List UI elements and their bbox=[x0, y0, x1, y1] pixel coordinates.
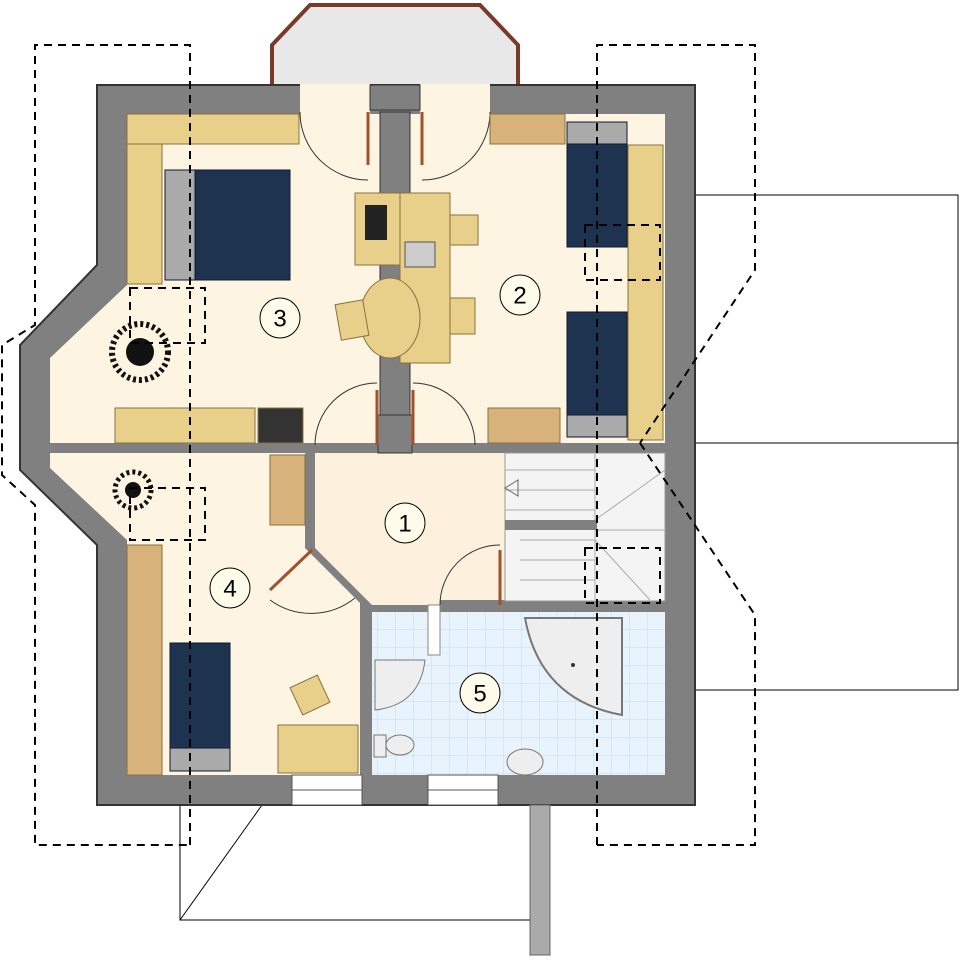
roof-window-outlines bbox=[1, 44, 756, 846]
furniture bbox=[114, 113, 664, 776]
stair-wall bbox=[505, 520, 597, 530]
bay-opening-right bbox=[420, 84, 490, 114]
laptop bbox=[404, 241, 436, 268]
room-label-3: 3 bbox=[259, 297, 301, 339]
pole bbox=[529, 804, 551, 956]
room-number: 1 bbox=[398, 511, 411, 538]
plants bbox=[109, 321, 171, 511]
sink bbox=[506, 748, 544, 776]
sink-corner bbox=[374, 659, 426, 711]
bay-opening-left bbox=[300, 84, 370, 114]
room-number: 4 bbox=[223, 576, 236, 603]
stair-arrow-icon bbox=[504, 479, 519, 497]
monitor bbox=[365, 205, 387, 240]
room-label-5: 5 bbox=[459, 672, 501, 714]
room-number: 3 bbox=[273, 306, 286, 333]
bath-niche bbox=[427, 604, 441, 656]
room-number: 2 bbox=[513, 283, 526, 310]
bay-window bbox=[270, 3, 520, 90]
windows bbox=[291, 774, 499, 806]
room-label-2: 2 bbox=[499, 274, 541, 316]
room-label-4: 4 bbox=[209, 567, 251, 609]
toilet bbox=[385, 734, 415, 756]
bay-pillar bbox=[369, 84, 421, 111]
doors bbox=[268, 111, 502, 614]
room-label-1: 1 bbox=[384, 502, 426, 544]
room-number: 5 bbox=[473, 681, 486, 708]
